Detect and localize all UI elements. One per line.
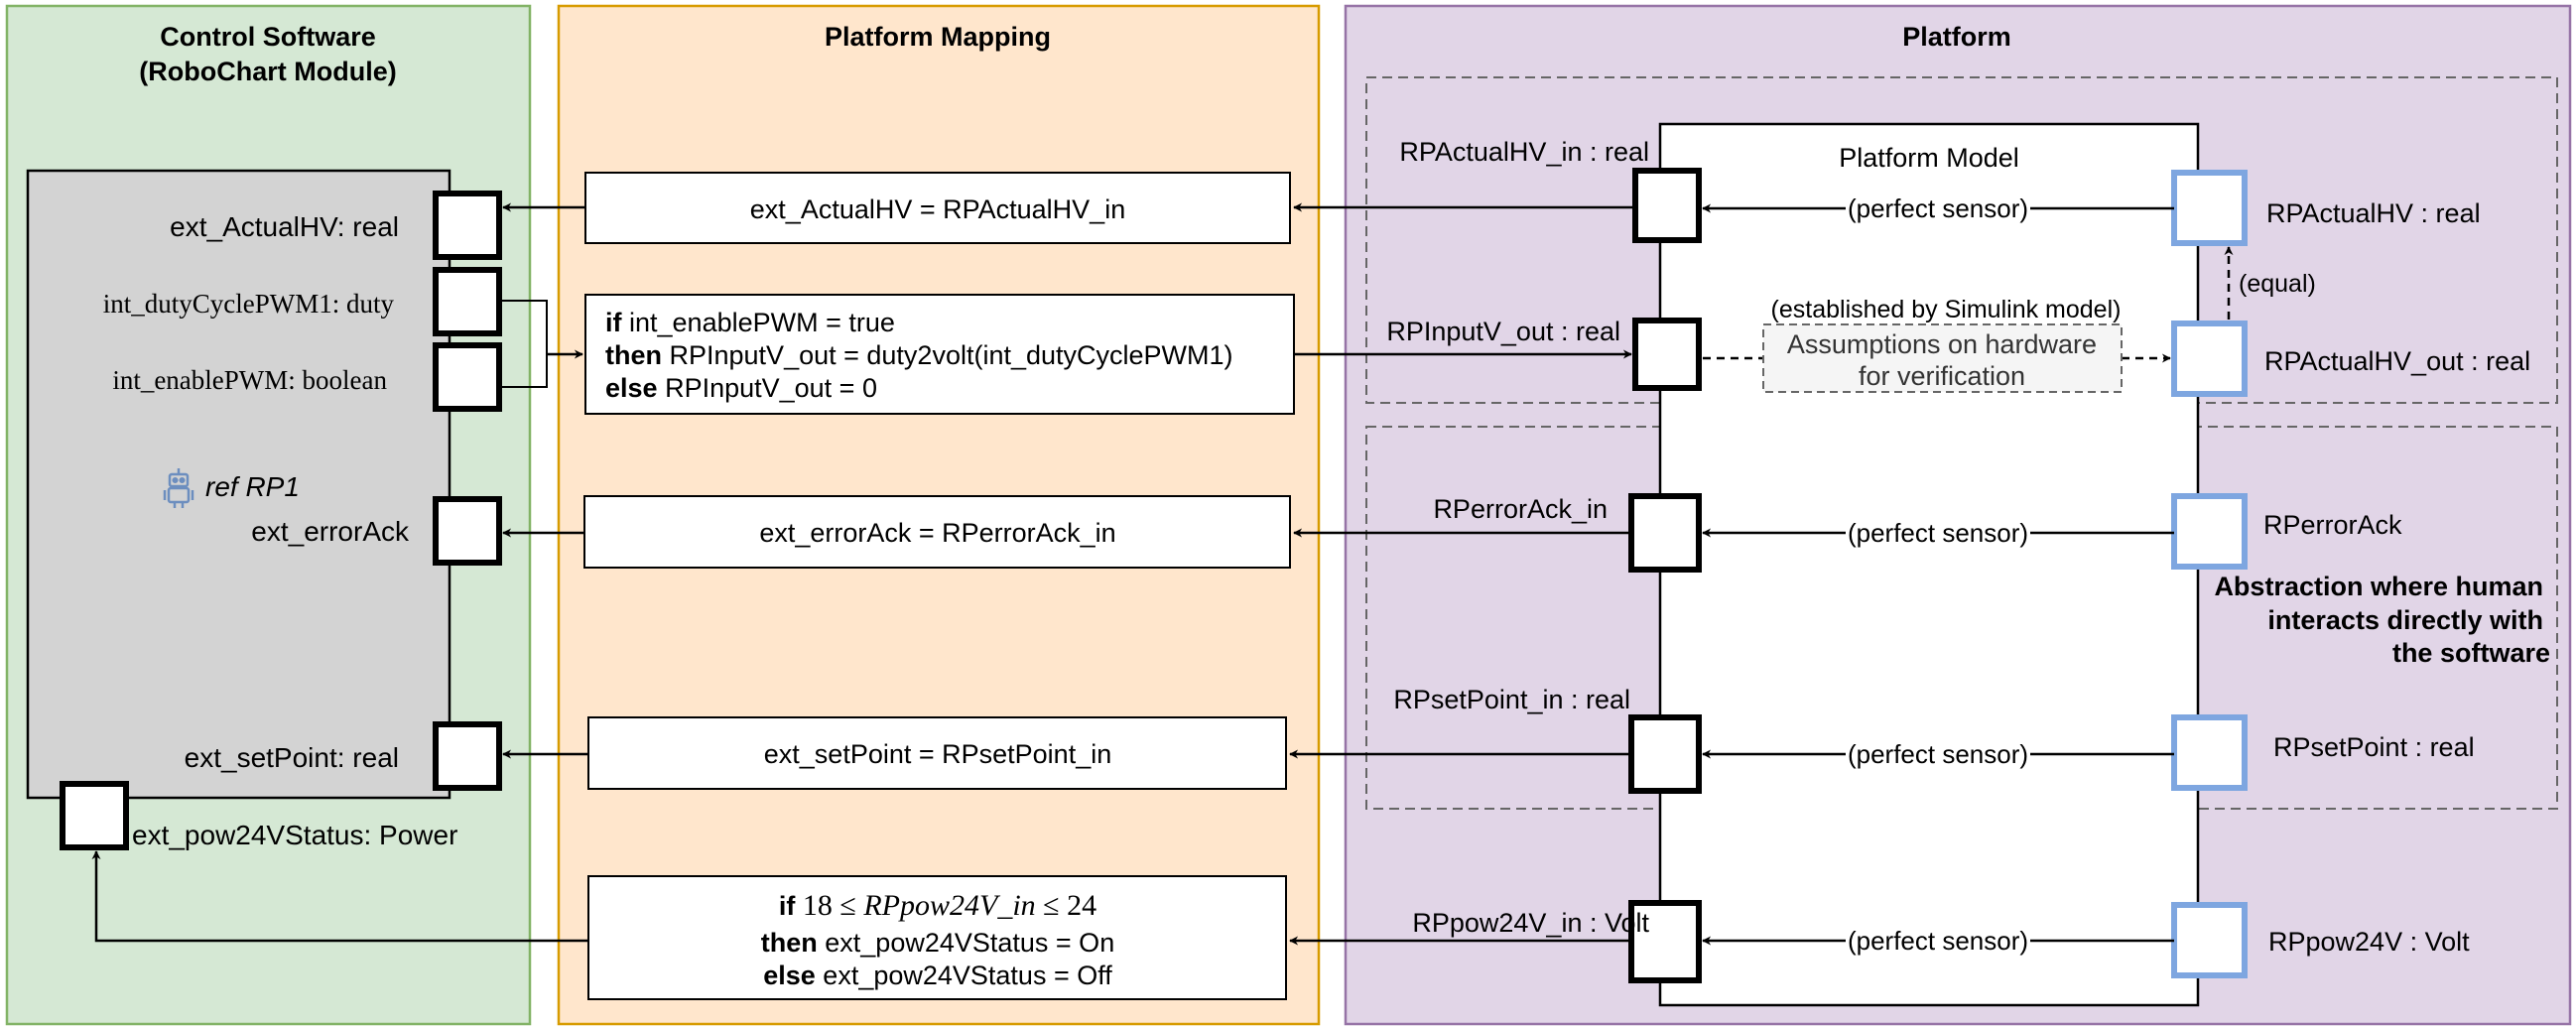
equal-label: (equal) [2239,270,2316,298]
platform-model-title: Platform Model [1839,143,2019,173]
platform-model-box [1658,122,2200,1007]
port-rperrorack [2171,493,2248,570]
port-ext-actualhv [433,191,502,260]
assumptions-line1: Assumptions on hardware [1787,329,2097,359]
mapping-erroack-box [583,495,1291,569]
port-ext-erroack [433,496,502,566]
perfect-sensor-bg-1 [1846,193,2030,224]
port-int-enablepwm [433,342,502,412]
port-rpactualhv-in [1632,168,1702,243]
label-rppow24v: RPpow24V : Volt [2268,927,2470,957]
port-rpactualhv [2171,170,2248,246]
label-rperrorack-in: RPerrorAck_in [1433,494,1608,524]
port-rperrorack-in [1628,493,1702,573]
mapping-pow24-box [587,875,1287,1000]
mapping-inputv-line2: then RPInputV_out = duty2volt(int_dutyCy… [605,340,1233,370]
label-rpsetpoint: RPsetPoint : real [2273,732,2475,762]
perfect-sensor-bg-3 [1846,738,2030,770]
mapping-erroack-text: ext_errorAck = RPerrorAck_in [759,518,1115,548]
mapping-pow24-line3: else ext_pow24VStatus = Off [763,961,1112,990]
port-int-dutycyclepwm1 [433,267,502,336]
perfect-sensor-label-1: (perfect sensor) [1848,193,2028,223]
mapping-setpoint-text: ext_setPoint = RPsetPoint_in [764,739,1111,769]
mapping-actualhv-text: ext_ActualHV = RPActualHV_in [750,194,1125,224]
control-software-title: Control Software [160,22,376,52]
port-ext-setpoint [433,721,502,791]
mapping-inputv-box [584,294,1295,415]
mapping-inputv-line1: if int_enablePWM = true [605,308,895,337]
port-ext-pow24vstatus [60,781,129,850]
platform-title: Platform [1902,22,2011,52]
label-ext-pow24vstatus: ext_pow24VStatus: Power [132,820,457,850]
label-int-enablepwm: int_enablePWM: boolean [112,365,387,395]
assumptions-box [1762,323,2123,393]
abstraction-note-line2: interacts directly with [2267,605,2543,635]
established-by-simulink-label: (established by Simulink model) [1771,296,2122,323]
platform-mapping-title: Platform Mapping [825,22,1051,52]
abstraction-note-line1: Abstraction where human [2214,572,2543,601]
perfect-sensor-label-4: (perfect sensor) [1848,926,2028,956]
abstraction-note-line3: the software [2392,638,2550,668]
perfect-sensor-label-3: (perfect sensor) [1848,739,2028,769]
robochart-module-box [26,169,451,800]
control-software-subtitle: (RoboChart Module) [139,57,396,86]
port-rpsetpoint-in [1628,714,1702,794]
label-rppow24v-in: RPpow24V_in : Volt [1412,908,1649,938]
label-ext-setpoint: ext_setPoint: real [185,742,399,773]
ref-rp1-label: ref RP1 [205,471,300,502]
mapping-pow24-line1: if 18 ≤ RPpow24V_in ≤ 24 [779,889,1096,922]
perfect-sensor-label-2: (perfect sensor) [1848,518,2028,548]
label-rpinputv-out: RPInputV_out : real [1386,317,1620,346]
connector-duty-enable-join [499,300,548,388]
perfect-sensor-bg-4 [1846,925,2030,957]
mapping-pow24-line2: then ext_pow24VStatus = On [761,928,1114,958]
label-rpactualhv-out: RPActualHV_out : real [2264,346,2530,376]
label-ext-actualhv: ext_ActualHV: real [170,211,399,242]
port-rpinputv-out [1632,318,1702,391]
port-rppow24v [2171,902,2248,978]
label-int-dutycyclepwm1: int_dutyCyclePWM1: duty [103,289,395,319]
robot-icon [163,468,194,508]
label-rpactualhv-in: RPActualHV_in : real [1399,137,1649,167]
label-rperrorack: RPerrorAck [2263,510,2402,540]
port-rpsetpoint [2171,714,2248,791]
label-rpactualhv: RPActualHV : real [2266,198,2481,228]
port-rpactualhv-out [2171,321,2248,397]
arrow-mapping-to-ext-pow24vstatus [91,850,588,943]
label-rpsetpoint-in: RPsetPoint_in : real [1393,685,1630,714]
mapping-setpoint-box [587,716,1287,790]
assumptions-line2: for verification [1859,361,2025,391]
label-ext-erroack: ext_errorAck [251,516,410,547]
mapping-inputv-line3: else RPInputV_out = 0 [605,373,877,403]
perfect-sensor-bg-2 [1846,517,2030,549]
